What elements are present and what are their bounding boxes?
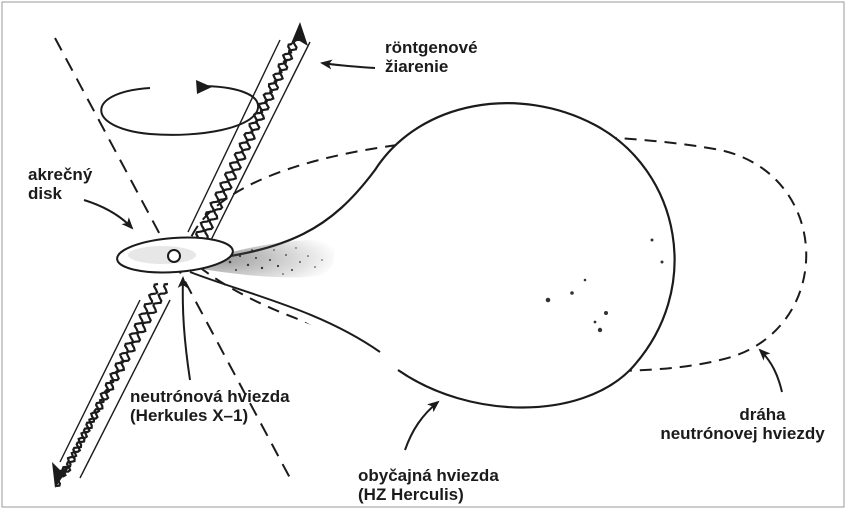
xray-label-line-1: röntgenové <box>385 38 478 57</box>
accretion-disk-label-line-1: akrečný <box>28 165 92 184</box>
xray-label: röntgenové žiarenie <box>385 38 478 76</box>
precession-ellipse <box>101 86 258 135</box>
neutron-star-label-line-1: neutrónová hviezda <box>130 387 290 406</box>
xray-beam-upper-1 <box>191 44 292 246</box>
orbit-label-line-1: dráha <box>650 405 835 424</box>
xray-beam-arrow-up <box>290 22 308 46</box>
neutron-star-label-arrow <box>183 278 190 380</box>
accretion-disk-shading <box>128 246 196 264</box>
orbit-label-arrow <box>760 350 782 392</box>
neutron-star-herkules-x1 <box>168 250 180 262</box>
accretion-disk-label-arrow <box>84 200 132 228</box>
precession-arrowhead <box>196 80 212 94</box>
xray-label-line-2: žiarenie <box>385 57 478 76</box>
accretion-disk-label: akrečný disk <box>28 165 92 203</box>
orbit-label: dráha neutrónovej hviezdy <box>650 405 835 443</box>
normal-star-label-line-2: (HZ Herculis) <box>358 485 499 504</box>
normal-star-label: obyčajná hviezda (HZ Herculis) <box>358 466 499 504</box>
accretion-disk-label-line-2: disk <box>28 184 92 203</box>
xray-label-arrow <box>322 63 375 68</box>
normal-star-label-arrow <box>405 402 438 450</box>
neutron-star-label-line-2: (Herkules X–1) <box>130 406 290 425</box>
neutron-star-label: neutrónová hviezda (Herkules X–1) <box>130 387 290 425</box>
orbit-label-line-2: neutrónovej hviezdy <box>650 424 835 443</box>
normal-star-label-line-1: obyčajná hviezda <box>358 466 499 485</box>
